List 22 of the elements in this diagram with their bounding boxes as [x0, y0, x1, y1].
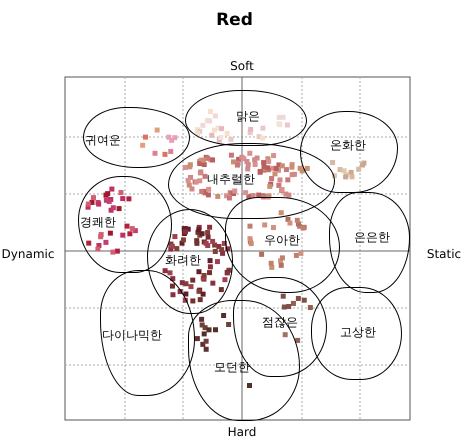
region-outline: [185, 90, 307, 146]
region-outline: [225, 197, 340, 293]
region-outline: [147, 209, 233, 314]
chart-title: Red: [215, 9, 254, 32]
region-label: 은은한: [354, 231, 390, 243]
region-label: 다이나믹한: [102, 329, 162, 341]
axis-label: Soft: [230, 60, 254, 72]
region-label: 온화한: [330, 139, 366, 151]
region-outline: [311, 287, 402, 380]
region-label: 화려한: [165, 254, 201, 266]
region-outline: [83, 107, 190, 168]
region-label: 경쾌한: [80, 216, 116, 228]
region-outline: [188, 300, 300, 421]
region-outline: [329, 192, 410, 293]
region-outline: [100, 270, 195, 396]
region-label: 고상한: [340, 326, 376, 338]
region-label: 우아한: [264, 234, 300, 246]
axis-label: Static: [426, 248, 462, 260]
region-label: 귀여운: [85, 134, 121, 146]
axis-label: Dynamic: [2, 248, 54, 260]
axis-label: Hard: [228, 426, 256, 438]
region-outline: [300, 111, 398, 193]
